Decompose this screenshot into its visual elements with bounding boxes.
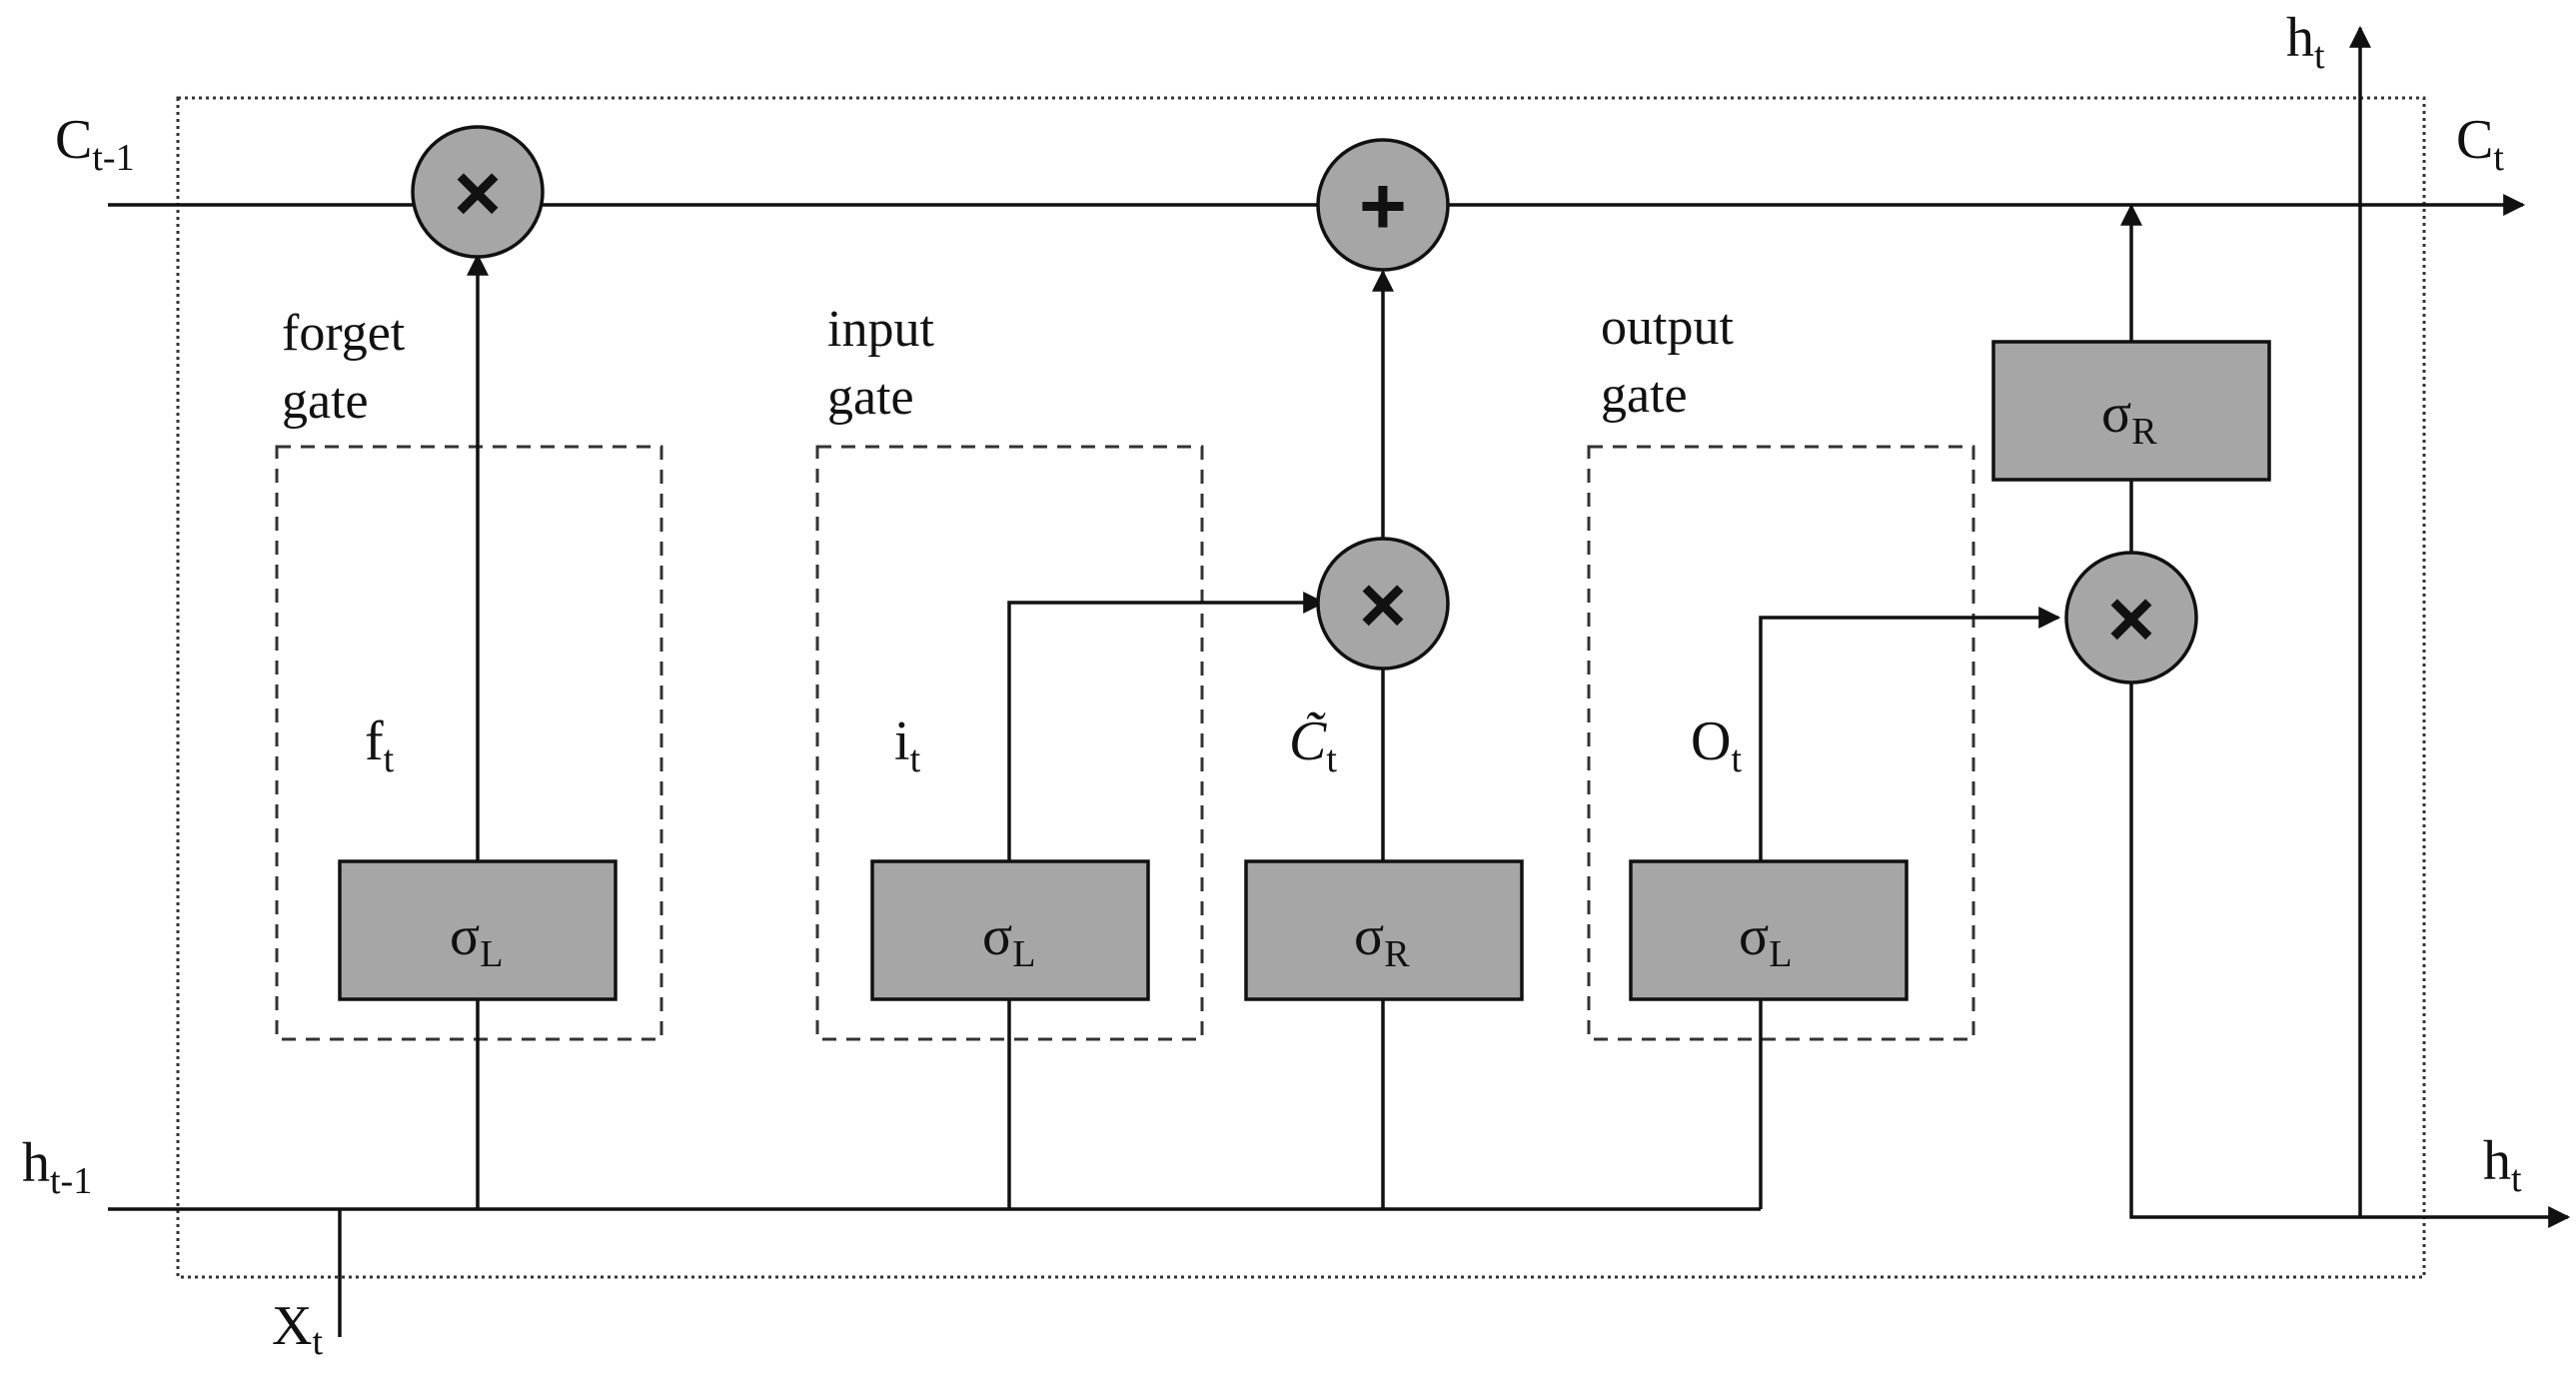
input-gate-title-line2: gate <box>827 369 914 426</box>
multiply-icon: × <box>1359 560 1407 651</box>
forget-output-label: ft <box>365 710 395 780</box>
hidden-state-out-right-label: ht <box>2483 1130 2522 1200</box>
output-gate-box <box>1587 445 1975 1041</box>
output-sigma-block: σL <box>1629 859 1909 1001</box>
hidden-state-prev-label: ht-1 <box>22 1132 92 1202</box>
input-gate-title-line1: input <box>827 301 934 358</box>
candidate-sigma-block: σR <box>1244 859 1524 1001</box>
candidate-label: C̃t <box>1289 710 1337 780</box>
hidden-state-out-top-label: ht <box>2286 7 2325 77</box>
input-gate-box <box>815 445 1204 1041</box>
output-multiply-node: × <box>2064 551 2198 685</box>
input-x-label: Xt <box>272 1295 323 1363</box>
forget-gate-title-line1: forget <box>282 305 406 362</box>
cell-state-next-label: Ct <box>2456 109 2504 179</box>
cell-boundary <box>176 96 2426 1279</box>
forget-multiply-node: × <box>411 125 545 259</box>
forget-sigma-block: σL <box>338 859 618 1001</box>
plus-icon: + <box>1359 161 1407 252</box>
output-gate-label: Ot <box>1691 710 1742 780</box>
svg-text:σR: σR <box>1354 905 1410 975</box>
multiply-icon: × <box>2107 574 2155 665</box>
svg-text:σL: σL <box>982 905 1035 975</box>
forget-gate-title-line2: gate <box>282 373 369 430</box>
input-output-label: it <box>894 710 921 780</box>
svg-text:σL: σL <box>450 905 503 975</box>
cell-sigma-block: σR <box>1991 340 2271 482</box>
cell-state-prev-label: Ct-1 <box>55 109 135 179</box>
forget-gate-box <box>275 445 663 1041</box>
input-sigma-block: σL <box>870 859 1150 1001</box>
output-gate-output-line <box>1759 607 2061 861</box>
svg-text:σR: σR <box>2101 383 2157 453</box>
multiply-icon: × <box>454 148 502 239</box>
svg-text:σL: σL <box>1739 905 1792 975</box>
input-multiply-node: × <box>1316 537 1450 671</box>
cell-add-node: + <box>1316 138 1450 272</box>
output-gate-title-line1: output <box>1601 299 1734 356</box>
input-gate-output-line <box>1007 592 1326 861</box>
hidden-output-line <box>2129 683 2571 1228</box>
output-gate-title-line2: gate <box>1601 367 1688 424</box>
